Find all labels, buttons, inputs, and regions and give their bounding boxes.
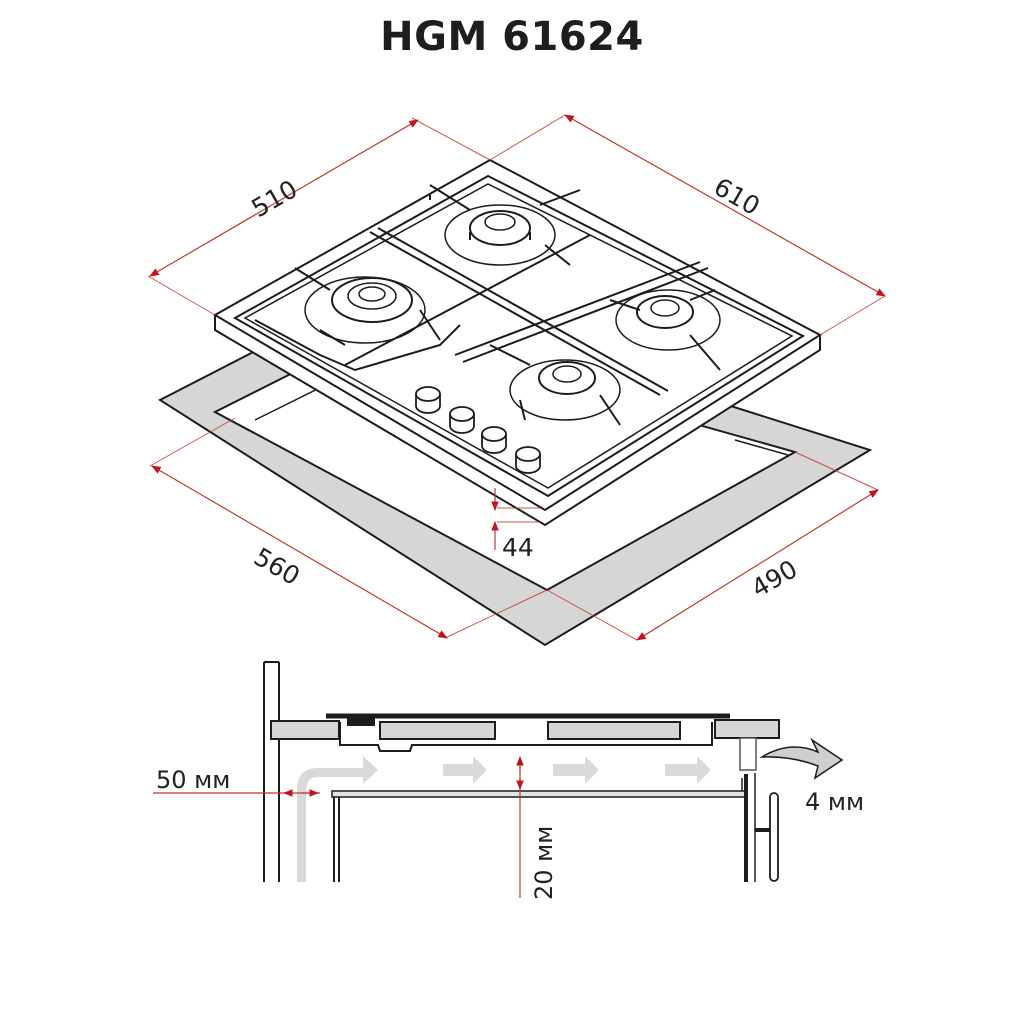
label-50mm: 50 мм — [156, 766, 230, 794]
dim-label-490: 490 — [747, 554, 803, 603]
dim-label-44: 44 — [502, 533, 534, 562]
label-4mm: 4 мм — [805, 788, 864, 816]
burner-left-wok — [304, 276, 426, 344]
knob-3 — [481, 426, 507, 454]
label-20mm: 20 мм — [530, 826, 558, 900]
knob-2 — [449, 406, 475, 434]
dim-label-560: 560 — [249, 542, 305, 591]
burner-rear — [444, 204, 556, 266]
control-knobs — [415, 386, 541, 474]
burner-front — [509, 359, 621, 421]
dim-label-610: 610 — [709, 172, 765, 221]
dim-label-510: 510 — [247, 174, 303, 223]
dimension-44: 44 — [491, 488, 540, 562]
section-view: 50 мм 20 мм 4 мм — [153, 661, 864, 900]
model-title: HGM 61624 — [380, 14, 644, 60]
knob-1 — [415, 386, 441, 414]
knob-4 — [515, 446, 541, 474]
